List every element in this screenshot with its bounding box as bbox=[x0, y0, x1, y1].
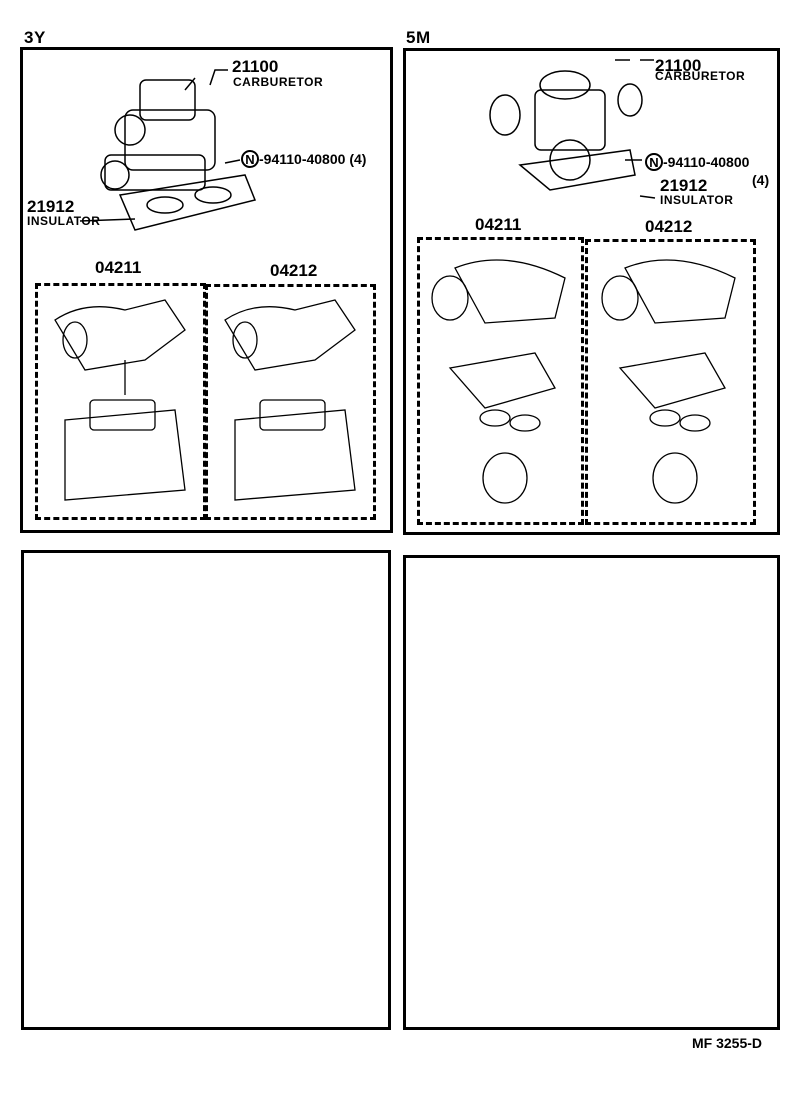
nut-qty-5m: (4) bbox=[752, 172, 770, 188]
carburetor-name-5m: CARBURETOR bbox=[655, 69, 746, 83]
gasket-set-illustration-04212-5m bbox=[601, 259, 736, 504]
carburetor-illustration-3y bbox=[100, 77, 257, 231]
gasket-set-illustration-04211-5m bbox=[431, 259, 566, 504]
carburetor-part-no-5m: 21100 bbox=[655, 56, 702, 75]
kit-box-04211-3y bbox=[35, 283, 206, 520]
kit-box-04212-3y bbox=[205, 284, 376, 520]
kit-label-04211-3y: 04211 bbox=[95, 258, 142, 277]
gasket-set-illustration-04212-3y bbox=[224, 299, 356, 501]
kit-box-04211-5m bbox=[417, 237, 584, 525]
carburetor-part-no-3y: 21100 bbox=[232, 57, 279, 76]
insulator-name-3y: INSULATOR bbox=[27, 214, 101, 228]
insulator-part-no-5m: 21912 bbox=[660, 176, 708, 195]
kit-box-04212-5m bbox=[585, 239, 756, 525]
engine-label-3y: 3Y bbox=[24, 28, 46, 47]
insulator-name-5m: INSULATOR bbox=[660, 193, 734, 207]
n-circle-icon: N bbox=[645, 153, 663, 171]
gasket-set-illustration-04211-3y bbox=[54, 299, 186, 501]
kit-label-04212-3y: 04212 bbox=[270, 261, 318, 280]
nut-ref-3y: N -94110-40800 (4) bbox=[241, 150, 366, 168]
nut-ref-5m: N -94110-40800 bbox=[645, 153, 749, 171]
kit-label-04212-5m: 04212 bbox=[645, 217, 693, 236]
kit-label-04211-5m: 04211 bbox=[475, 215, 522, 234]
footer-code: MF 3255-D bbox=[692, 1035, 763, 1051]
panel-5m bbox=[403, 48, 780, 535]
empty-panel-bottom-left bbox=[21, 550, 391, 1030]
insulator-part-no-3y: 21912 bbox=[27, 197, 75, 216]
n-circle-icon: N bbox=[241, 150, 259, 168]
empty-panel-bottom-right bbox=[403, 555, 780, 1030]
engine-label-5m: 5M bbox=[406, 28, 431, 47]
carburetor-illustration-5m bbox=[489, 59, 643, 191]
carburetor-name-3y: CARBURETOR bbox=[233, 75, 324, 89]
panel-3y bbox=[20, 47, 393, 533]
